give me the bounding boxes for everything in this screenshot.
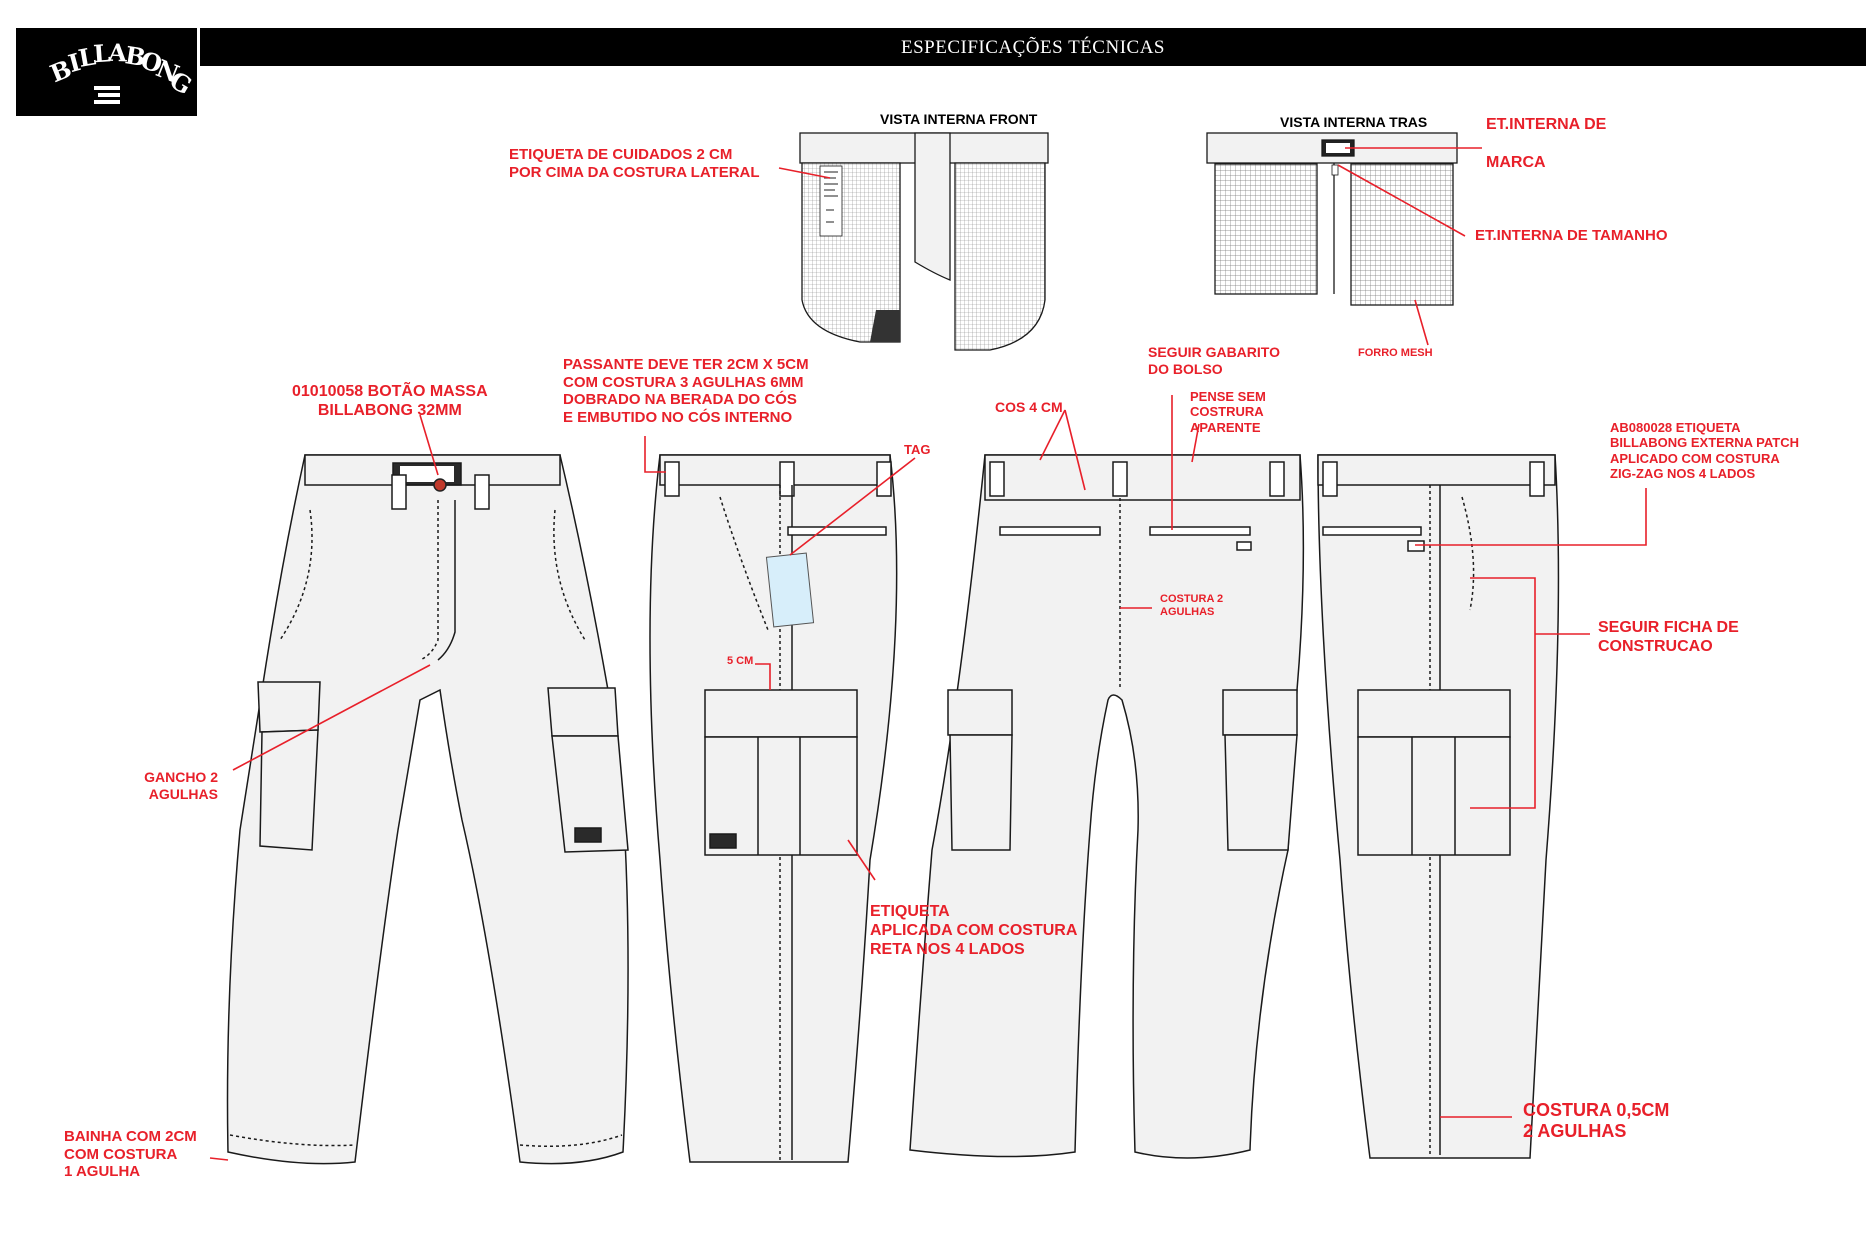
interior-back-title: VISTA INTERNA TRAS: [1280, 114, 1428, 130]
interior-front-view: [799, 132, 1049, 351]
two-needle-seam-note: COSTURA 2 AGULHAS: [1160, 593, 1224, 618]
page-title: ESPECIFICAÇÕES TÉCNICAS: [900, 37, 1165, 58]
interior-front-title: VISTA INTERNA FRONT: [880, 111, 1038, 127]
applied-label-note: ETIQUETA APLICADA COM COSTURA RETA NOS 4…: [870, 903, 1078, 958]
belt-loop-middle: [1112, 461, 1128, 497]
svg-text:B: B: [123, 40, 148, 72]
interior-back-view: [1206, 132, 1458, 306]
annotation-leaders: [209, 147, 1647, 1161]
belt-loop-note: PASSANTE DEVE TER 2CM X 5CM COM COSTURA …: [563, 356, 809, 427]
patch-icon: [1236, 541, 1252, 551]
belt-loop-right: [876, 461, 892, 497]
belt-loop-right: [1269, 461, 1285, 497]
no-seam-note: PENSE SEM COSTRURA APARENTE: [1190, 389, 1266, 435]
brand-logo: B I L L A B O N G: [16, 28, 197, 116]
pocket-label-icon: [709, 833, 737, 849]
belt-loop-left: [664, 461, 680, 497]
patch-icon: [1407, 540, 1425, 552]
belt-loop-left: [1322, 461, 1338, 497]
billabong-logo-icon: B I L L A B O N G: [46, 38, 197, 104]
pant-back-view: [909, 454, 1305, 1159]
construction-sheet-note: SEGUIR FICHA DE CONSTRUCAO: [1598, 619, 1739, 655]
belt-loop-middle: [779, 461, 795, 497]
tag-note: TAG: [904, 442, 931, 457]
pant-other-side-view: [1317, 454, 1560, 1159]
button-icon: [433, 478, 447, 492]
button-note: 01010058 BOTÃO MASSA BILLABONG 32MM: [292, 383, 488, 419]
pocket-template-note: SEGUIR GABARITO DO BOLSO: [1148, 344, 1280, 377]
belt-loop-left: [391, 474, 407, 510]
belt-loop-left: [989, 461, 1005, 497]
hem-note: BAINHA COM 2CM COM COSTURA 1 AGULHA: [64, 1128, 197, 1181]
svg-text:L: L: [92, 38, 111, 68]
waistband-note: COS 4 CM: [995, 399, 1063, 415]
belt-loop-right: [474, 474, 490, 510]
five-cm-note: 5 CM: [727, 655, 754, 667]
svg-text:A: A: [107, 38, 128, 68]
header-bar: ESPECIFICAÇÕES TÉCNICAS: [200, 28, 1866, 66]
belt-loop-right: [1529, 461, 1545, 497]
external-patch-note: AB080028 ETIQUETA BILLABONG EXTERNA PATC…: [1610, 420, 1799, 481]
hang-tag-icon: [765, 552, 815, 628]
crotch-hook-note: GANCHO 2 AGULHAS: [144, 769, 218, 802]
care-label-note: ETIQUETA DE CUIDADOS 2 CM POR CIMA DA CO…: [509, 146, 760, 181]
side-seam-note: COSTURA 0,5CM 2 AGULHAS: [1523, 1100, 1670, 1142]
brand-label-note: ET.INTERNA DE MARCA: [1486, 116, 1607, 171]
pant-front-view: [226, 454, 629, 1165]
size-label-note: ET.INTERNA DE TAMANHO: [1475, 227, 1668, 244]
pocket-label-icon: [574, 827, 602, 843]
size-label-icon: [1331, 164, 1339, 176]
pant-side-view: [649, 454, 898, 1163]
mesh-lining-note: FORRO MESH: [1358, 347, 1433, 359]
svg-text:L: L: [76, 41, 98, 73]
